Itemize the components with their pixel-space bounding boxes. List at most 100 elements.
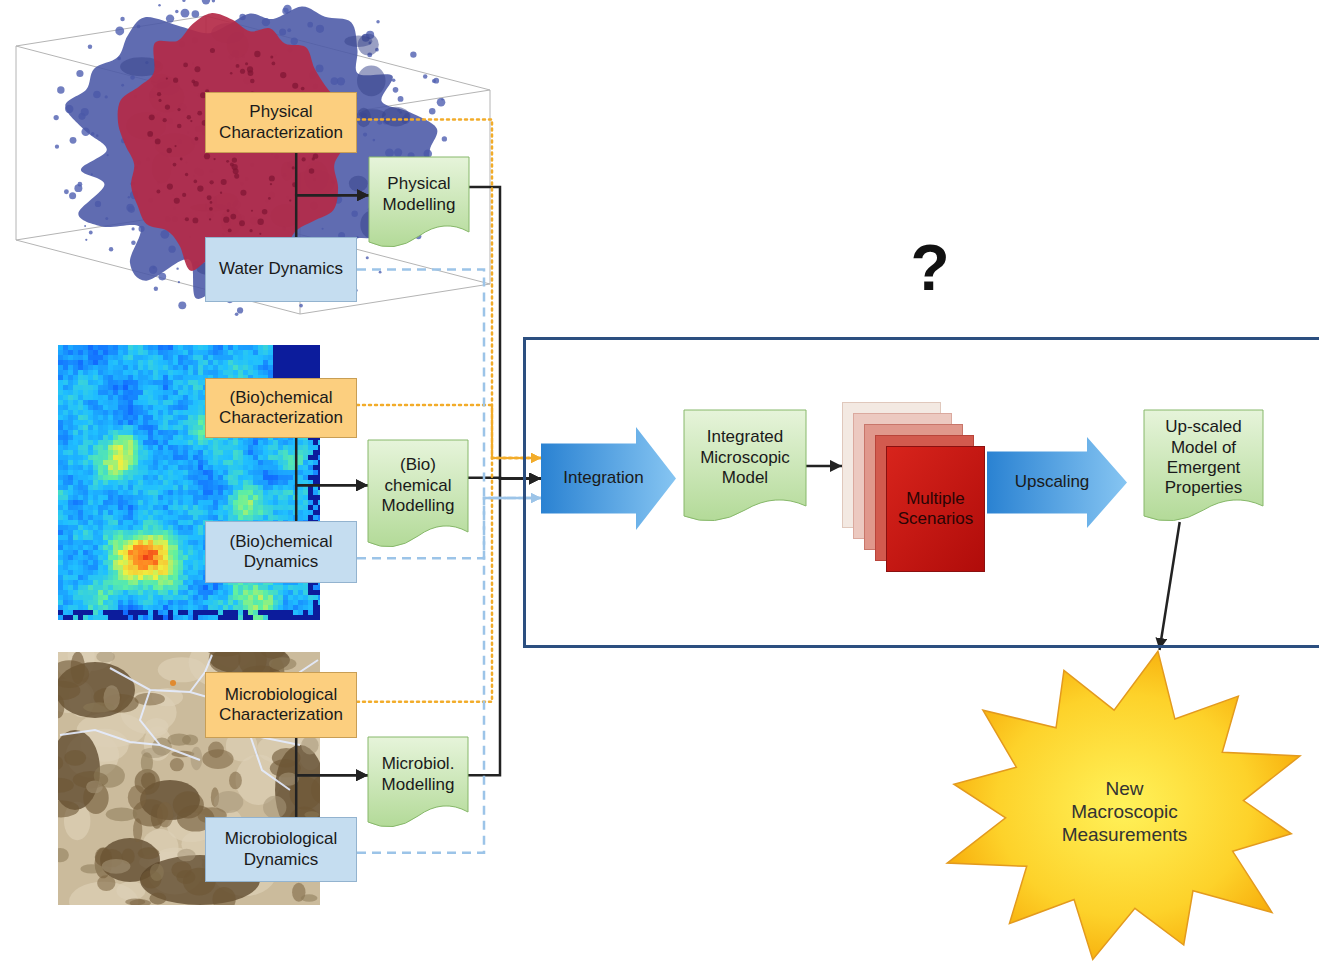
core-texture xyxy=(257,219,263,225)
map-cell xyxy=(138,440,143,445)
map-cell xyxy=(98,405,103,410)
map-cell xyxy=(178,580,183,585)
map-cell xyxy=(143,370,148,375)
core-texture xyxy=(254,51,260,57)
map-cell xyxy=(123,580,128,585)
map-cell xyxy=(58,500,63,505)
map-cell xyxy=(138,400,143,405)
map-cell xyxy=(83,405,88,410)
map-cell xyxy=(128,395,133,400)
map-cell xyxy=(133,545,138,550)
pore-speck xyxy=(76,70,83,77)
map-cell xyxy=(138,600,143,605)
map-cell xyxy=(88,560,93,565)
map-cell xyxy=(133,350,138,355)
map-cell xyxy=(63,445,68,450)
map-cell xyxy=(143,520,148,525)
map-cell xyxy=(163,430,168,435)
map-cell xyxy=(158,555,163,560)
core-texture xyxy=(270,183,272,185)
map-cell xyxy=(103,375,108,380)
core-texture xyxy=(269,175,275,181)
map-cell xyxy=(183,560,188,565)
map-cell xyxy=(198,440,203,445)
map-cell xyxy=(98,385,103,390)
pore-speck xyxy=(178,281,180,283)
map-cell xyxy=(88,385,93,390)
map-cell xyxy=(128,365,133,370)
map-cell xyxy=(188,345,193,350)
core-texture xyxy=(197,185,203,191)
map-cell xyxy=(118,555,123,560)
map-cell xyxy=(68,405,73,410)
map-cell xyxy=(58,580,63,585)
map-cell xyxy=(188,605,193,610)
map-cell xyxy=(113,460,118,465)
map-cell xyxy=(173,475,178,480)
map-cell xyxy=(188,420,193,425)
map-cell xyxy=(123,495,128,500)
map-cell xyxy=(193,535,198,540)
map-cell xyxy=(58,530,63,535)
map-cell xyxy=(123,470,128,475)
map-cell xyxy=(168,380,173,385)
map-cell xyxy=(198,590,203,595)
map-cell xyxy=(188,410,193,415)
map-cell xyxy=(128,350,133,355)
map-cell xyxy=(118,405,123,410)
map-cell xyxy=(78,575,83,580)
map-cell xyxy=(118,605,123,610)
pore-speck xyxy=(131,240,136,245)
map-cell xyxy=(118,440,123,445)
map-cell xyxy=(133,385,138,390)
core-texture xyxy=(302,157,306,161)
map-cell xyxy=(58,520,63,525)
map-cell xyxy=(78,450,83,455)
map-cell xyxy=(73,395,78,400)
map-cell xyxy=(113,510,118,515)
map-cell xyxy=(183,465,188,470)
map-cell xyxy=(203,480,208,485)
map-cell xyxy=(98,370,103,375)
map-cell xyxy=(178,515,183,520)
map-cell xyxy=(188,560,193,565)
map-cell xyxy=(88,570,93,575)
map-cell xyxy=(188,460,193,465)
map-cell xyxy=(98,410,103,415)
map-cell xyxy=(118,400,123,405)
map-cell xyxy=(203,350,208,355)
map-cell xyxy=(158,430,163,435)
map-cell xyxy=(193,460,198,465)
map-cell xyxy=(83,565,88,570)
map-cell xyxy=(188,475,193,480)
map-cell xyxy=(113,405,118,410)
map-cell xyxy=(58,440,63,445)
map-cell xyxy=(58,345,63,350)
map-cell xyxy=(58,395,63,400)
map-cell xyxy=(148,605,153,610)
core-texture xyxy=(213,158,215,160)
map-cell xyxy=(73,350,78,355)
map-cell xyxy=(93,480,98,485)
map-cell xyxy=(153,475,158,480)
map-cell xyxy=(58,355,63,360)
map-cell xyxy=(83,555,88,560)
map-cell xyxy=(163,565,168,570)
map-cell xyxy=(173,355,178,360)
map-cell xyxy=(158,400,163,405)
map-cell xyxy=(153,350,158,355)
map-cell xyxy=(173,565,178,570)
core-texture xyxy=(247,66,253,72)
map-cell xyxy=(133,475,138,480)
map-cell xyxy=(133,450,138,455)
map-cell xyxy=(73,440,78,445)
map-cell xyxy=(188,360,193,365)
map-cell xyxy=(78,355,83,360)
map-cell xyxy=(138,480,143,485)
map-cell xyxy=(123,500,128,505)
map-cell xyxy=(123,355,128,360)
map-cell xyxy=(98,550,103,555)
map-cell xyxy=(158,465,163,470)
map-cell xyxy=(163,385,168,390)
map-cell xyxy=(123,575,128,580)
